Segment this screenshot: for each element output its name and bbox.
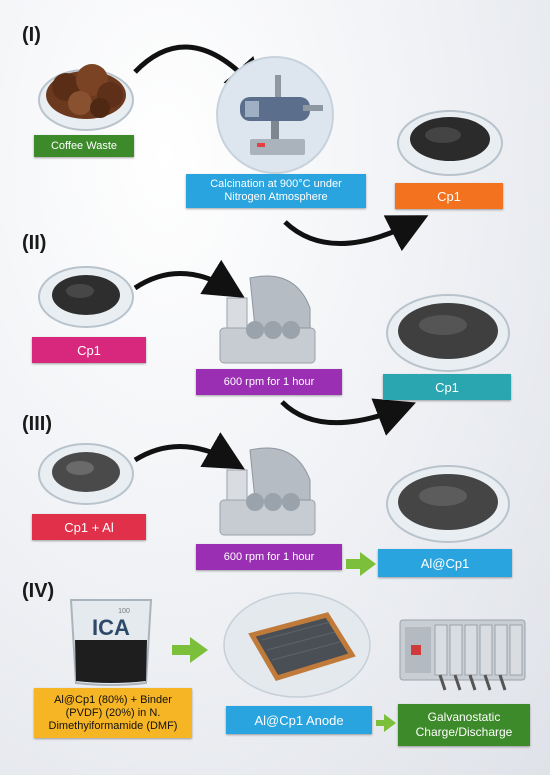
al-cp1-dish	[386, 465, 510, 543]
section-numeral-3: (III)	[22, 413, 52, 435]
coffee-waste-label: Coffee Waste	[34, 135, 134, 157]
section-numeral-4: (IV)	[22, 580, 55, 602]
galvanostatic-label: Galvanostatic Charge/Discharge	[398, 704, 530, 746]
mill-label-2: 600 rpm for 1 hour	[196, 369, 342, 395]
battery-tester-image	[399, 619, 526, 691]
galvanostatic-label-line2: Charge/Discharge	[415, 725, 513, 739]
calcination-label: Calcination at 900°C under Nitrogen Atmo…	[186, 174, 366, 208]
ica-text: ICA	[92, 615, 130, 640]
cp1-output-label-2: Cp1	[383, 374, 511, 400]
al-cp1-label: Al@Cp1	[378, 549, 512, 577]
cp1-al-dish	[38, 443, 134, 505]
galvanostatic-label-line1: Galvanostatic	[427, 710, 501, 724]
cp1-input-label-2: Cp1	[32, 337, 146, 363]
calcination-label-line2: Nitrogen Atmosphere	[224, 191, 328, 203]
ball-mill-image-3	[219, 447, 316, 536]
beaker-mark: 100	[118, 608, 130, 615]
tube-furnace-image	[216, 56, 334, 174]
section-numeral-2: (II)	[22, 232, 47, 254]
arrow-right-4a	[172, 637, 208, 663]
anode-label: Al@Cp1 Anode	[226, 706, 372, 734]
mill-label-3: 600 rpm for 1 hour	[196, 544, 342, 570]
section-numeral-1: (I)	[22, 24, 41, 46]
arrow-furnace-to-cp1	[283, 215, 429, 252]
cp1-al-label: Cp1 + Al	[32, 514, 146, 540]
arrow-right-3	[346, 552, 376, 576]
arrow-input-to-mill-3	[133, 432, 245, 470]
arrow-cp1-to-mill-2	[133, 259, 245, 298]
arrow-mill-to-output-2	[280, 398, 416, 436]
cp1-label-1: Cp1	[395, 183, 503, 209]
ica-beaker-image: ICA 100	[69, 599, 153, 686]
slurry-label-line3: Dimethyiformamide (DMF)	[48, 719, 178, 732]
slurry-label: Al@Cp1 (80%) + Binder (PVDF) (20%) in N.…	[34, 688, 192, 738]
coffee-waste-dish	[38, 64, 134, 131]
slurry-label-line2: (PVDF) (20%) in N.	[65, 706, 161, 719]
cp1-output-dish-2	[386, 294, 510, 372]
cp1-dish-1	[397, 110, 503, 176]
anode-image	[223, 592, 371, 698]
calcination-label-line1: Calcination at 900°C under	[210, 178, 342, 190]
arrow-right-4b	[376, 714, 396, 732]
ball-mill-image-2	[219, 275, 316, 364]
slurry-label-line1: Al@Cp1 (80%) + Binder	[54, 693, 172, 706]
cp1-input-dish-2	[38, 266, 134, 328]
